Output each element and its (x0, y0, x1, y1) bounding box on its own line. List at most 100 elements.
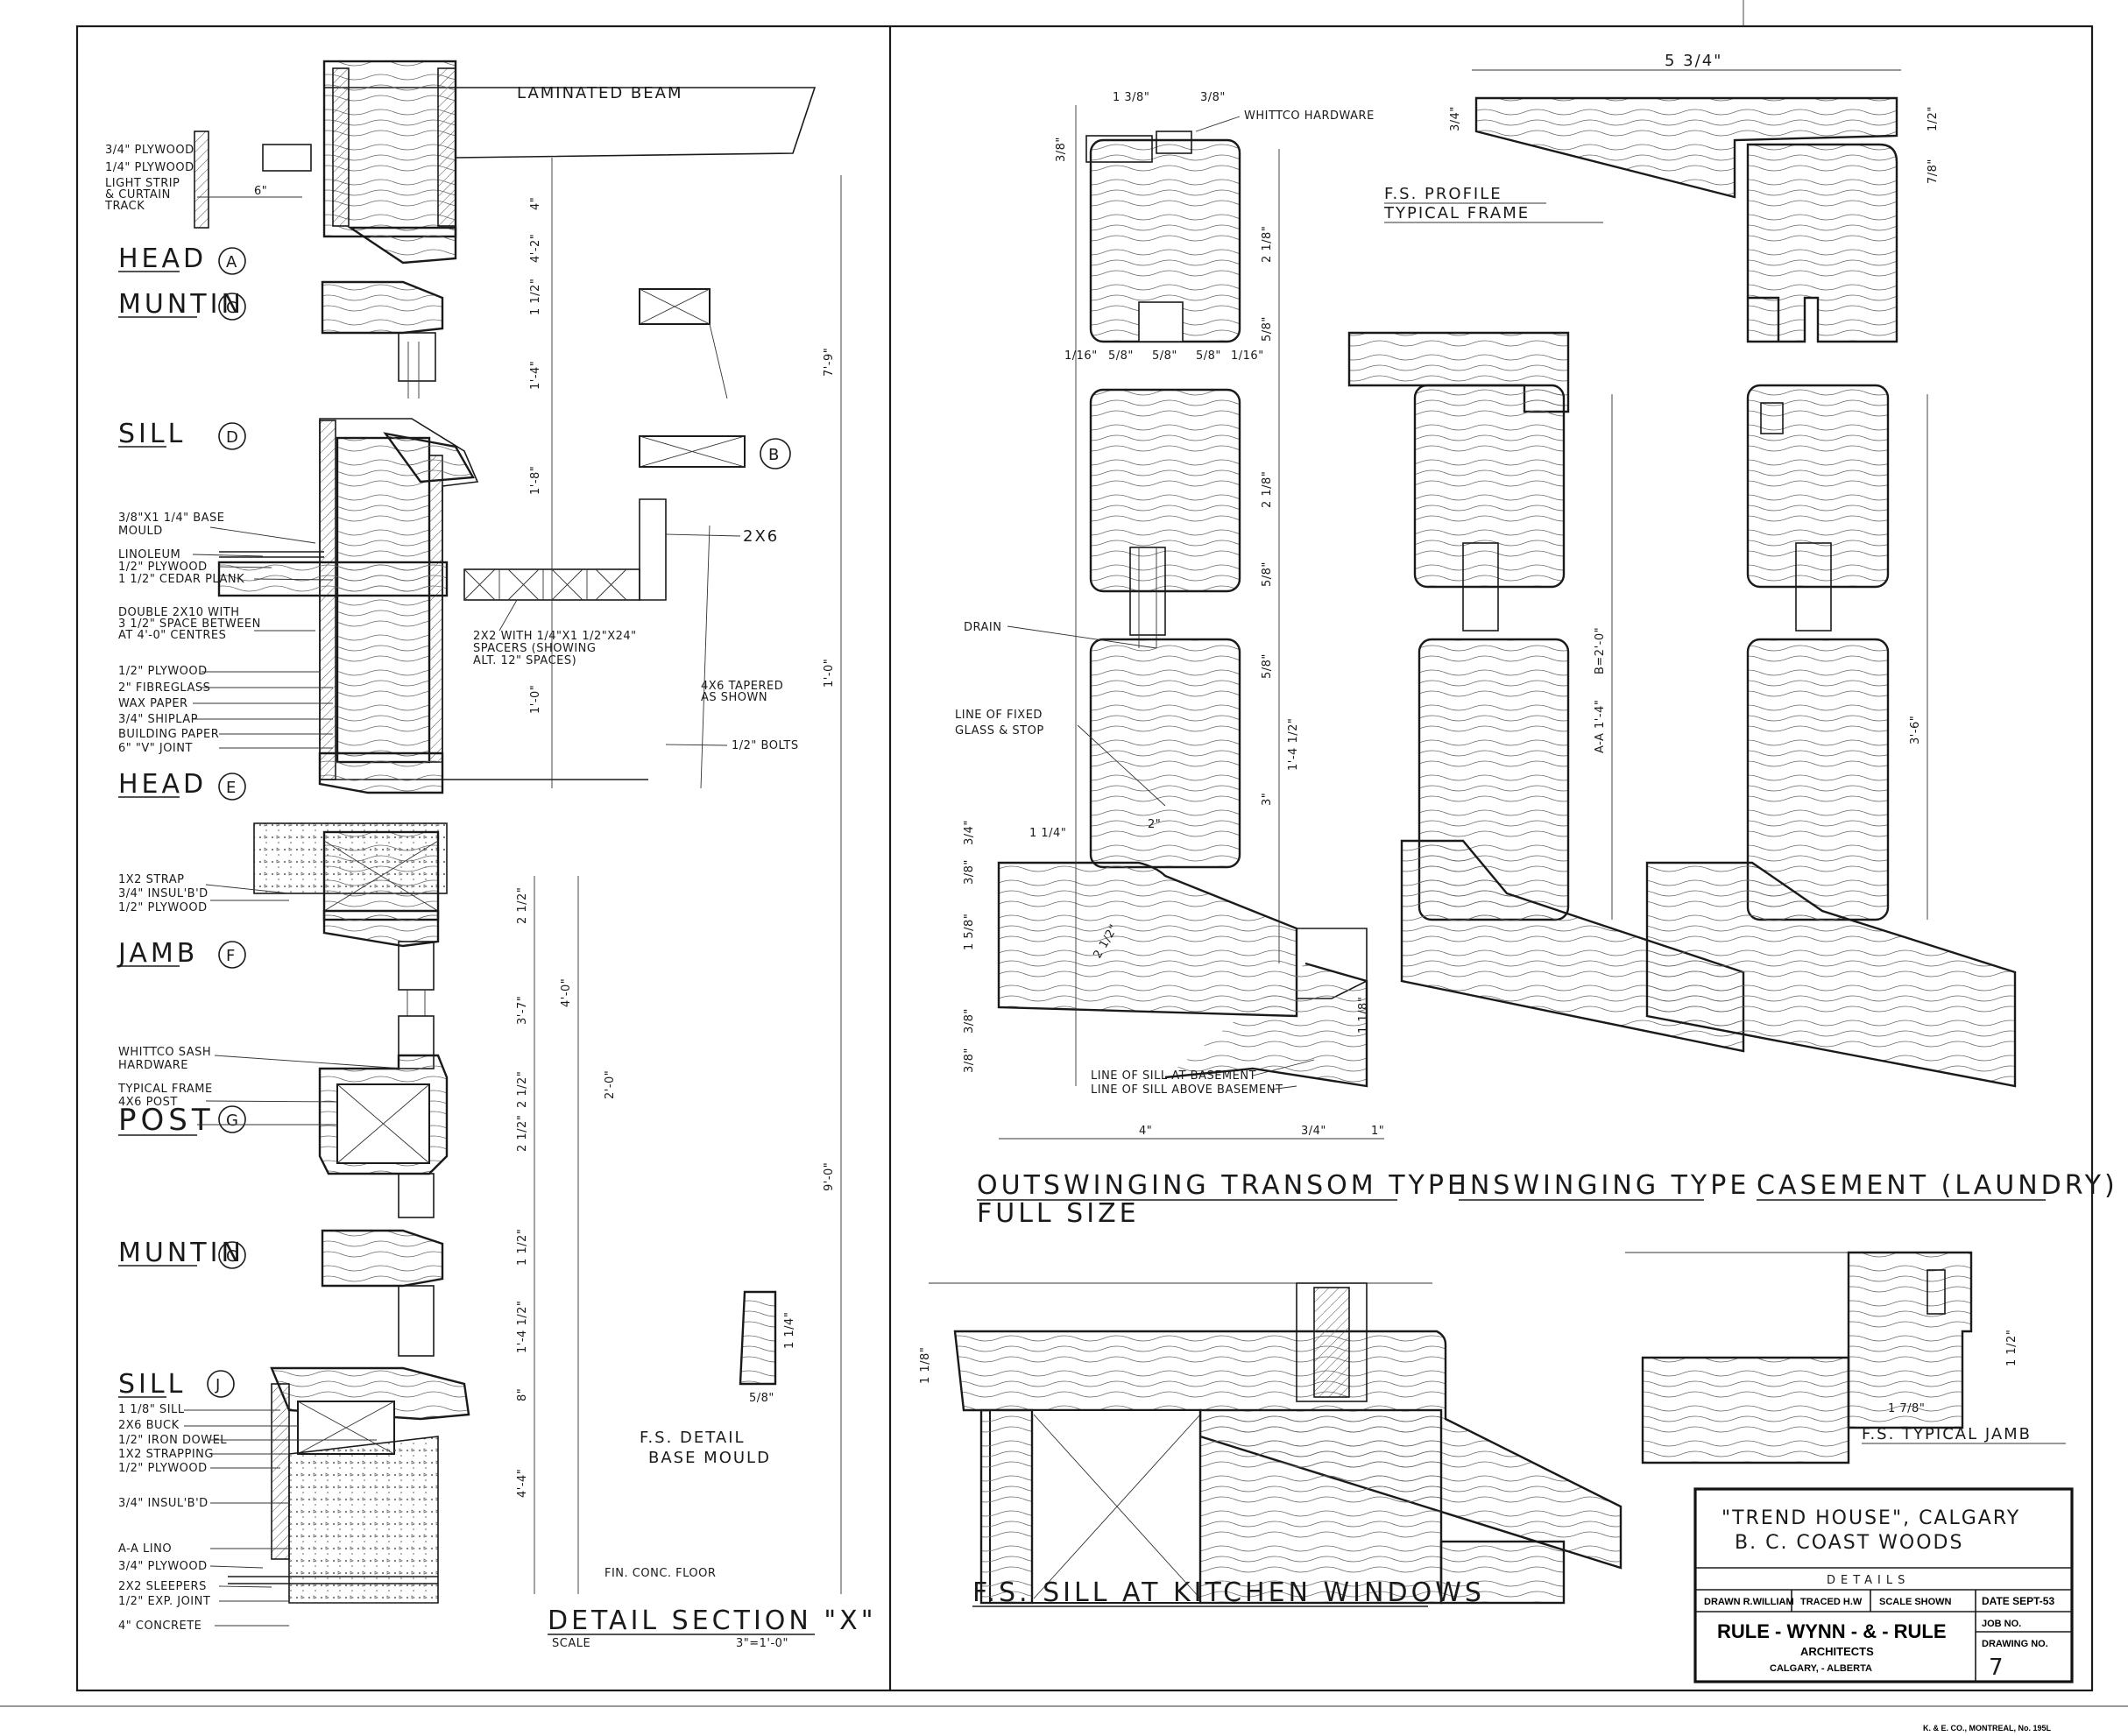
muntin-c-lower (321, 1229, 444, 1357)
svg-text:2X2 WITH 1/4"X1 1/2"X24": 2X2 WITH 1/4"X1 1/2"X24" (473, 630, 637, 643)
laminated-beam: LAMINATED BEAM (322, 60, 817, 265)
profile-top: 5 3/4" F.S. PROFILE TYPICAL FRAME 1/2" 7… (1383, 52, 1940, 343)
svg-text:E: E (226, 779, 237, 797)
svg-text:1'-0": 1'-0" (823, 659, 836, 688)
head-top-notes: 3/4" PLYWOOD 1/4" PLYWOOD LIGHT STRIP & … (104, 131, 312, 229)
svg-text:3/4" SHIPLAP: 3/4" SHIPLAP (118, 713, 198, 726)
whittco-label: WHITTCO HARDWARE (1244, 109, 1375, 123)
note-plywood-3-4: 3/4" PLYWOOD (105, 144, 194, 157)
heading-inswinging: INSWINGING TYPE (1459, 1170, 1750, 1201)
svg-text:5/8": 5/8" (1108, 349, 1134, 363)
typical-jamb-label: F.S. TYPICAL JAMB (1862, 1425, 2032, 1443)
svg-text:SCALE: SCALE (552, 1637, 590, 1650)
post-g: WHITTCO SASH HARDWARE TYPICAL FRAME 4X6 … (117, 1015, 449, 1218)
base-mould-detail: 1 1/4" 5/8" F.S. DETAIL BASE MOULD (640, 1290, 796, 1467)
svg-text:3/8"X1 1/4" BASE: 3/8"X1 1/4" BASE (118, 512, 225, 525)
svg-text:1 1/4": 1 1/4" (1029, 827, 1066, 840)
svg-text:1/2" EXP. JOINT: 1/2" EXP. JOINT (118, 1595, 210, 1608)
svg-text:3/4" INSUL'B'D: 3/4" INSUL'B'D (118, 1497, 209, 1510)
floor-note: FIN. CONC. FLOOR (604, 1567, 716, 1580)
svg-text:1/2" IRON DOWEL: 1/2" IRON DOWEL (118, 1434, 227, 1447)
svg-text:3/8": 3/8" (963, 859, 976, 885)
svg-text:5/8": 5/8" (1261, 653, 1274, 679)
svg-text:4'-4": 4'-4" (516, 1469, 529, 1498)
drain-label: DRAIN (964, 621, 1001, 634)
sill-d-notes: 3/8"X1 1/4" BASE MOULD LINOLEUM 1/2" PLY… (118, 512, 334, 642)
kitchen-sill: 1 1/8" F.S. SILL AT KITCHEN WINDOWS (919, 1282, 1623, 1608)
svg-text:WAX PAPER: WAX PAPER (118, 697, 188, 710)
svg-text:3/4": 3/4" (1449, 106, 1462, 131)
svg-text:3/4": 3/4" (963, 820, 976, 845)
svg-text:B=2'-0": B=2'-0" (1594, 627, 1607, 674)
svg-text:3/4" INSUL'B'D: 3/4" INSUL'B'D (118, 887, 209, 900)
svg-text:2X6 BUCK: 2X6 BUCK (118, 1419, 180, 1432)
dims-section-x: 4" 4'-2" 1 1/2" 1'-4" 1'-8" 1'-0" 7'-9" … (516, 158, 842, 1594)
typical-jamb: 1 1/2" 1 7/8" F.S. TYPICAL JAMB (1625, 1251, 2066, 1464)
profile-label: F.S. PROFILE (1384, 185, 1502, 203)
svg-text:1 3/8": 1 3/8" (1113, 91, 1149, 104)
svg-text:1/16": 1/16" (1231, 349, 1264, 363)
svg-text:BASE MOULD: BASE MOULD (648, 1449, 771, 1467)
traced-by: TRACED H.W (1800, 1597, 1863, 1607)
svg-text:1/16": 1/16" (1064, 349, 1098, 363)
svg-text:SPACERS (SHOWING: SPACERS (SHOWING (473, 642, 596, 655)
svg-text:AT 4'-0" CENTRES: AT 4'-0" CENTRES (118, 629, 226, 642)
marker-sill-d: SILL D (118, 419, 246, 450)
svg-text:1 7/8": 1 7/8" (1888, 1402, 1925, 1415)
svg-text:1'-4 1/2": 1'-4 1/2" (516, 1301, 529, 1353)
svg-text:1 1/8": 1 1/8" (919, 1347, 932, 1384)
laminated-beam-label: LAMINATED BEAM (517, 84, 683, 102)
svg-text:4" CONCRETE: 4" CONCRETE (118, 1620, 201, 1633)
svg-text:8": 8" (516, 1388, 529, 1401)
dim-6-inch: 6" (254, 185, 267, 198)
svg-text:1/2" BOLTS: 1/2" BOLTS (732, 739, 799, 752)
svg-text:3/8": 3/8" (1055, 137, 1068, 162)
marker-head-a: HEAD A (118, 243, 246, 275)
svg-text:D: D (226, 428, 240, 447)
svg-text:3/8": 3/8" (963, 1008, 976, 1034)
note-plywood-1-4: 1/4" PLYWOOD (105, 161, 194, 174)
svg-text:1'-4 1/2": 1'-4 1/2" (1287, 718, 1300, 771)
project-subtitle: B. C. COAST WOODS (1735, 1532, 1963, 1554)
casement-frame: 3'-6" (1645, 384, 2017, 1088)
marker-b: B (768, 446, 781, 464)
svg-text:2 1/8": 2 1/8" (1261, 471, 1274, 508)
svg-text:4X6 POST: 4X6 POST (118, 1096, 178, 1109)
spacer-note: 2X2 WITH 1/4"X1 1/2"X24" SPACERS (SHOWIN… (473, 599, 799, 752)
svg-text:C: C (226, 1247, 239, 1266)
svg-text:ALT. 12" SPACES): ALT. 12" SPACES) (473, 654, 576, 667)
svg-text:1/2" PLYWOOD: 1/2" PLYWOOD (118, 1462, 208, 1475)
svg-text:AS SHOWN: AS SHOWN (701, 691, 767, 704)
svg-text:1 1/8": 1 1/8" (1357, 997, 1370, 1034)
svg-text:MUNTIN: MUNTIN (118, 289, 244, 320)
svg-text:2" FIBREGLASS: 2" FIBREGLASS (118, 681, 210, 695)
svg-text:HEAD: HEAD (118, 769, 207, 800)
svg-text:A-A LINO: A-A LINO (118, 1542, 172, 1556)
marker-jamb-f: JAMB F (117, 938, 246, 969)
heading-outswinging: OUTSWINGING TRANSOM TYPE (977, 1170, 1467, 1201)
firm-sub: ARCHITECTS (1800, 1645, 1874, 1658)
svg-text:3/4": 3/4" (1301, 1125, 1326, 1138)
svg-text:TYPICAL FRAME: TYPICAL FRAME (117, 1083, 213, 1096)
svg-text:A-A 1'-4": A-A 1'-4" (1594, 700, 1607, 753)
section-x-title: DETAIL SECTION "X" SCALE 3"=1'-0" (548, 1605, 873, 1650)
svg-text:2 1/8": 2 1/8" (1261, 226, 1274, 263)
svg-text:1X2 STRAPPING: 1X2 STRAPPING (118, 1448, 214, 1461)
svg-text:2 1/2": 2 1/2" (516, 887, 529, 924)
sill-j: 1 1/8" SILL 2X6 BUCK 1/2" IRON DOWEL 1X2… (118, 1366, 470, 1633)
wall-section: B 2X6 (217, 288, 791, 794)
svg-text:1'-0": 1'-0" (529, 685, 542, 714)
svg-text:5/8": 5/8" (1196, 349, 1221, 363)
job-no: JOB NO. (1982, 1619, 2021, 1629)
marker-muntin-c: MUNTIN C (118, 289, 246, 321)
subheading-full-size: FULL SIZE (977, 1198, 1140, 1229)
base-mould-label: F.S. DETAIL (640, 1429, 746, 1447)
svg-text:1 1/2": 1 1/2" (2005, 1330, 2018, 1366)
date: DATE SEPT-53 (1982, 1595, 2054, 1607)
svg-text:9'-0": 9'-0" (823, 1162, 836, 1191)
type-headings: OUTSWINGING TRANSOM TYPE FULL SIZE INSWI… (977, 1170, 2115, 1229)
svg-text:2 1/2": 2 1/2" (516, 1115, 529, 1152)
svg-text:MUNTIN: MUNTIN (118, 1238, 244, 1268)
outswing-transom: WHITTCO HARDWARE DRAIN LINE OF FIXED GLA… (955, 91, 1384, 1140)
